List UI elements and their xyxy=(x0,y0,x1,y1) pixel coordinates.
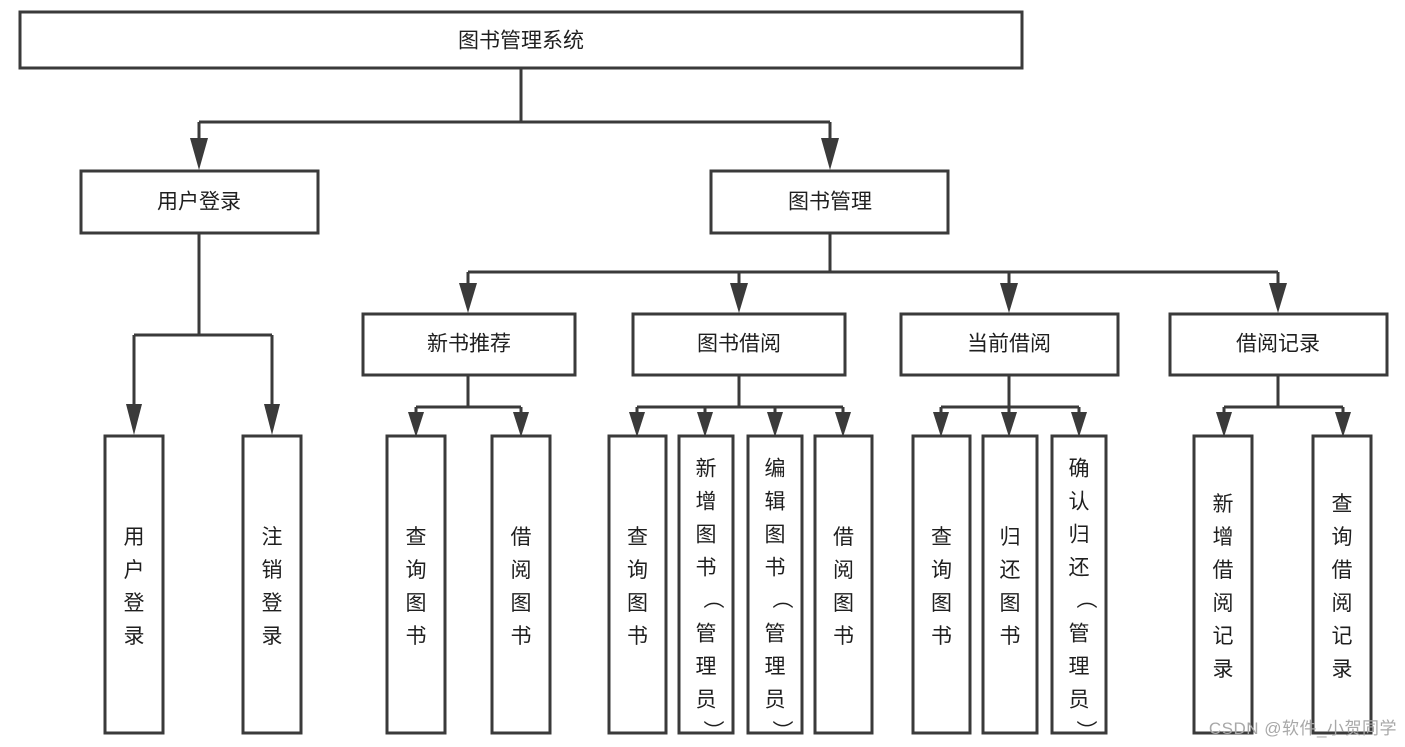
node-root-box[interactable] xyxy=(18,10,1024,70)
arrow-icon-to-leaf-confirm-return xyxy=(1071,412,1087,437)
node-borrow-record-box[interactable] xyxy=(1168,312,1389,377)
node-leaf-logout-login-label: 注销登录 xyxy=(262,526,283,648)
node-leaf-borrow-book-2[interactable]: 借阅图书 xyxy=(813,434,874,735)
node-leaf-user-login-box[interactable] xyxy=(103,434,165,735)
node-leaf-add-book-box[interactable] xyxy=(677,434,735,735)
arrow-icon-to-borrow-record xyxy=(1269,283,1287,313)
node-leaf-add-book-label: 新增图书管理员 xyxy=(696,458,717,712)
svg-text:（: （ xyxy=(701,588,724,609)
node-current-borrow-label: 当前借阅 xyxy=(967,333,1051,356)
node-user-login[interactable]: 用户登录 xyxy=(79,169,320,235)
node-leaf-logout-login[interactable]: 注销登录 xyxy=(241,434,303,735)
node-leaf-query-record-label: 查询借阅记录 xyxy=(1332,493,1353,681)
node-book-borrow-box[interactable] xyxy=(631,312,847,377)
node-current-borrow-box[interactable] xyxy=(899,312,1120,377)
arrow-icon-to-leaf-user-login xyxy=(126,404,142,435)
node-leaf-query-record[interactable]: 查询借阅记录 xyxy=(1311,434,1373,735)
node-leaf-query-book-2-box[interactable] xyxy=(607,434,668,735)
node-leaf-add-record[interactable]: 新增借阅记录 xyxy=(1192,434,1254,735)
node-new-book-recommend[interactable]: 新书推荐 xyxy=(361,312,577,377)
node-leaf-query-book-2[interactable]: 查询图书 xyxy=(607,434,668,735)
arrow-icon-to-leaf-borrow-book-1 xyxy=(513,412,529,437)
arrow-icon-to-leaf-return-book xyxy=(1001,412,1017,437)
svg-text:（: （ xyxy=(1074,588,1097,609)
svg-text:）: ） xyxy=(770,720,793,741)
node-leaf-query-book-3[interactable]: 查询图书 xyxy=(911,434,972,735)
node-leaf-confirm-return[interactable]: 确认归还管理员 （ ） xyxy=(1050,434,1108,741)
node-leaf-query-book-1-box[interactable] xyxy=(385,434,447,735)
node-leaf-query-book-2-label: 查询图书 xyxy=(627,526,648,648)
svg-text:）: ） xyxy=(701,720,724,741)
arrow-icon-to-leaf-query-book-2 xyxy=(629,412,645,437)
node-leaf-confirm-return-label: 确认归还管理员 xyxy=(1069,458,1090,712)
node-book-management-box[interactable] xyxy=(709,169,950,235)
arrow-icon-to-leaf-query-record xyxy=(1335,412,1351,437)
arrow-icon-to-leaf-edit-book xyxy=(767,412,783,437)
arrow-icon-to-user-login xyxy=(190,138,208,170)
arrow-icon-to-new-book-recommend xyxy=(459,283,477,313)
node-new-book-recommend-box[interactable] xyxy=(361,312,577,377)
node-leaf-borrow-book-1-label: 借阅图书 xyxy=(511,526,532,648)
arrow-icon-to-book-management xyxy=(821,138,839,170)
node-borrow-record-label: 借阅记录 xyxy=(1236,333,1320,356)
node-leaf-edit-book-label: 编辑图书管理员 xyxy=(765,458,786,712)
node-current-borrow[interactable]: 当前借阅 xyxy=(899,312,1120,377)
svg-text:）: ） xyxy=(1074,720,1097,741)
node-leaf-add-book[interactable]: 新增图书管理员 （ ） xyxy=(677,434,735,741)
arrow-icon-to-leaf-borrow-book-2 xyxy=(835,412,851,437)
node-user-login-label: 用户登录 xyxy=(157,191,241,214)
arrow-icon-to-leaf-logout-login xyxy=(264,404,280,435)
arrow-icon-to-current-borrow xyxy=(1000,283,1018,313)
svg-text:（: （ xyxy=(770,588,793,609)
arrow-icon-to-leaf-query-book-1 xyxy=(408,412,424,437)
node-leaf-borrow-book-2-label: 借阅图书 xyxy=(833,526,854,648)
node-leaf-query-book-1-label: 查询图书 xyxy=(406,526,427,648)
node-book-management[interactable]: 图书管理 xyxy=(709,169,950,235)
node-book-borrow[interactable]: 图书借阅 xyxy=(631,312,847,377)
node-leaf-add-record-label: 新增借阅记录 xyxy=(1213,493,1234,681)
node-leaf-query-record-box[interactable] xyxy=(1311,434,1373,735)
node-leaf-user-login[interactable]: 用户登录 xyxy=(103,434,165,735)
node-user-login-box[interactable] xyxy=(79,169,320,235)
node-leaf-borrow-book-1[interactable]: 借阅图书 xyxy=(490,434,552,735)
arrow-icon-to-leaf-add-book xyxy=(697,412,713,437)
node-leaf-return-book-box[interactable] xyxy=(981,434,1039,735)
node-leaf-borrow-book-2-box[interactable] xyxy=(813,434,874,735)
node-root-label: 图书管理系统 xyxy=(458,30,584,53)
node-root[interactable]: 图书管理系统 xyxy=(18,10,1024,70)
node-book-management-label: 图书管理 xyxy=(788,191,872,214)
arrow-icon-to-book-borrow xyxy=(730,283,748,313)
arrow-icon-to-leaf-query-book-3 xyxy=(933,412,949,437)
node-leaf-logout-login-box[interactable] xyxy=(241,434,303,735)
node-leaf-query-book-3-label: 查询图书 xyxy=(931,526,952,648)
arrowheads-layer xyxy=(126,138,1351,437)
arrow-icon-to-leaf-add-record xyxy=(1216,412,1232,437)
node-new-book-recommend-label: 新书推荐 xyxy=(427,333,511,356)
node-leaf-edit-book[interactable]: 编辑图书管理员 （ ） xyxy=(746,434,804,741)
node-leaf-borrow-book-1-box[interactable] xyxy=(490,434,552,735)
node-leaf-add-record-box[interactable] xyxy=(1192,434,1254,735)
node-leaf-query-book-1[interactable]: 查询图书 xyxy=(385,434,447,735)
node-leaf-return-book-label: 归还图书 xyxy=(1000,526,1021,648)
node-leaf-return-book[interactable]: 归还图书 xyxy=(981,434,1039,735)
node-borrow-record[interactable]: 借阅记录 xyxy=(1168,312,1389,377)
node-leaf-edit-book-box[interactable] xyxy=(746,434,804,735)
node-leaf-query-book-3-box[interactable] xyxy=(911,434,972,735)
node-leaf-confirm-return-box[interactable] xyxy=(1050,434,1108,735)
node-book-borrow-label: 图书借阅 xyxy=(697,333,781,356)
node-leaf-user-login-label: 用户登录 xyxy=(124,526,145,648)
